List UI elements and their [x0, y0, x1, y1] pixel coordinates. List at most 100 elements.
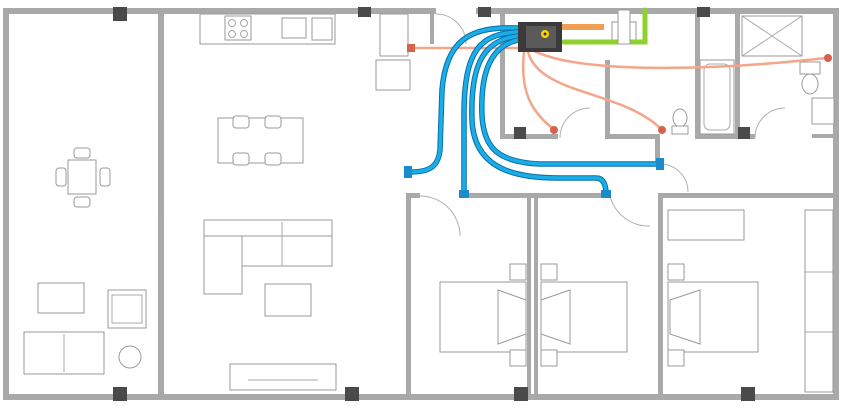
sofa-back [203, 219, 333, 237]
pillar [113, 7, 127, 21]
nightstand [667, 349, 685, 367]
door-swing [559, 107, 591, 139]
pillar [738, 127, 750, 139]
ventilation-unit-fan-hub [543, 32, 547, 36]
dining-chair [264, 115, 282, 129]
tv-unit [229, 363, 337, 391]
supply-grille-icon [459, 190, 469, 198]
wall-bedroom-left [406, 193, 411, 400]
dining-chair [264, 152, 282, 166]
terrace-table [67, 159, 97, 195]
burner [228, 30, 236, 38]
supply-ducts [407, 25, 663, 197]
dining-chair [232, 152, 250, 166]
bedroom-furniture [439, 209, 834, 393]
door-swing [609, 195, 651, 227]
supply-duct [480, 38, 662, 166]
wardrobe [667, 209, 745, 241]
recovery-unit-icon [518, 22, 562, 52]
wall-bedroom-right [658, 193, 663, 400]
extract-duct [526, 50, 662, 130]
wall-kitchen-right [430, 14, 434, 44]
pillar [113, 387, 127, 401]
kitchen-sink [281, 17, 307, 39]
wall-bedrooms-top-b [460, 193, 610, 198]
nightstand [667, 263, 685, 281]
wall-bath-bottom-b [605, 134, 655, 139]
outdoor-air-duct [560, 7, 648, 45]
terrace-armchair [107, 289, 147, 329]
outer-wall-bottom [3, 394, 839, 400]
sofa-chaise [203, 235, 243, 295]
outer-wall-top-right [476, 8, 839, 14]
supply-duct [408, 26, 520, 174]
extract-ducts [410, 46, 828, 130]
door-swing [659, 163, 689, 193]
wall-bath2-right [735, 14, 740, 139]
extract-valve-icon [407, 44, 415, 52]
wall-bedroom-mid-1 [527, 196, 531, 400]
fridge [379, 13, 409, 57]
extract-duct [521, 50, 554, 130]
pillar [345, 387, 359, 401]
wall-right-room [812, 134, 838, 138]
terrace-furniture [23, 147, 147, 375]
wall-bedroom-mid-2 [534, 196, 538, 400]
supply-duct [470, 34, 608, 196]
burner [228, 19, 236, 27]
bathtub [699, 59, 735, 135]
nightstand [540, 349, 558, 367]
terrace-side-table [118, 345, 142, 369]
extract-valve-icon [658, 126, 666, 134]
terrace-chair [73, 147, 91, 159]
burner [240, 30, 248, 38]
bathtub-inner [703, 63, 731, 131]
living-furniture [199, 13, 411, 391]
toilet-bowl [801, 73, 819, 95]
wardrobe-right [804, 209, 834, 393]
supply-duct [462, 30, 520, 196]
nightstand [540, 263, 558, 281]
terminals [404, 44, 832, 198]
ventilation-unit-panel [526, 26, 556, 48]
wall-corridor-top [655, 134, 660, 164]
wall-bedrooms-top-c [658, 193, 838, 198]
shower-line [741, 15, 803, 57]
terrace-chair [99, 167, 111, 187]
terrace-chair [73, 196, 91, 208]
nightstand [509, 263, 527, 281]
terrace-ottoman [37, 282, 85, 314]
wall-terrace-living [158, 8, 164, 400]
extract-valve-icon [550, 126, 558, 134]
duct-connector [617, 9, 631, 45]
pillar [514, 387, 528, 401]
supply-grille-icon [656, 158, 664, 170]
outdoor-air-duct [561, 7, 648, 45]
pillar [741, 387, 755, 401]
dining-chair [232, 115, 250, 129]
pillar [358, 7, 371, 17]
extract-valve-icon [824, 54, 832, 62]
pillow [669, 289, 701, 345]
supply-duct-edge [479, 37, 663, 167]
burner [240, 19, 248, 27]
terrace-armchair-seat [111, 294, 143, 324]
toilet-2 [672, 108, 688, 128]
wall-bath-left [500, 14, 505, 139]
wall-bath2-bottom [695, 134, 755, 139]
toilet-2-tank [671, 125, 689, 135]
outer-wall-left [3, 8, 9, 400]
coffee-table [264, 283, 312, 317]
bath-sink [811, 97, 835, 125]
supply-grille-icon [404, 166, 412, 178]
extract-duct [530, 48, 828, 70]
toilet-tank [799, 61, 821, 75]
outer-wall-top-left [3, 8, 436, 14]
doors [159, 13, 837, 237]
nightstand [509, 349, 527, 367]
terrace-chair [55, 167, 67, 187]
supply-grille-icon [601, 190, 611, 198]
door-swing [754, 107, 786, 139]
